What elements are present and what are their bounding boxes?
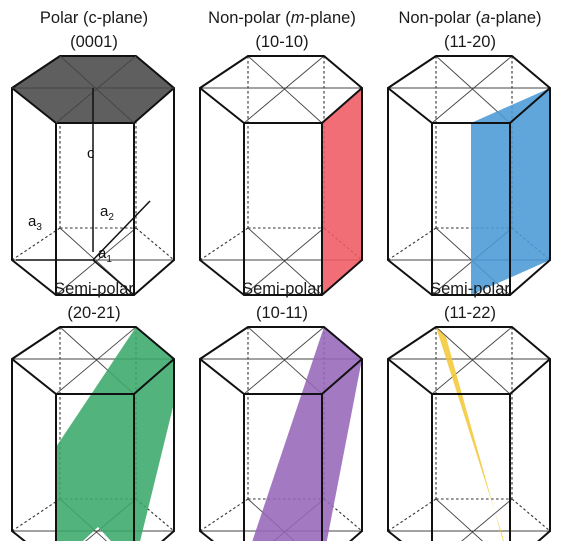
bottom-diagonal	[435, 498, 484, 541]
a2-axis-line	[92, 200, 151, 261]
bottom-diagonal	[461, 498, 513, 541]
a1-axis-label: a1	[98, 245, 112, 265]
panel-title: Polar (c-plane)	[39, 9, 149, 27]
bottom-front-outline	[387, 259, 551, 296]
crystal-plane	[322, 88, 362, 295]
crystal-plane	[252, 327, 362, 541]
bottom-front-outline	[199, 259, 363, 296]
top-diagonal	[431, 326, 513, 395]
hidden-edge	[135, 227, 175, 261]
top-diagonal	[243, 55, 325, 124]
a2-axis-label: a2	[100, 203, 114, 223]
hidden-edge	[511, 498, 551, 532]
bottom-front-outline	[387, 530, 551, 541]
panel-title: Non-polar (m-plane)	[208, 9, 356, 27]
bottom-diagonal	[243, 227, 325, 296]
top-diagonal	[435, 326, 511, 395]
crystal-plane	[56, 327, 174, 541]
bottom-diagonal	[247, 227, 323, 296]
bottom-diagonal	[55, 227, 137, 296]
miller-index: (10-10)	[255, 33, 309, 51]
bottom-front-outline	[11, 530, 175, 541]
hidden-edge	[199, 227, 249, 261]
panel-nonpolar-a-plane: Non-polar (a-plane) (11-20)	[376, 0, 564, 296]
hidden-edge	[387, 498, 437, 532]
miller-index: (11-20)	[444, 33, 496, 51]
bottom-front-outline	[11, 259, 175, 296]
c-axis-label: c	[87, 145, 95, 162]
hidden-edge	[323, 498, 363, 532]
top-diagonal	[243, 326, 325, 395]
hexagonal-prism	[199, 326, 363, 541]
hexagonal-prism	[387, 55, 551, 296]
hexagonal-prism: c a2 a3 a1	[11, 55, 175, 296]
panel-polar-c-plane: c a2 a3 a1 Polar (c-plane) (0001)	[0, 0, 188, 296]
panel-title: Semi-polar	[54, 280, 134, 298]
top-face-outline	[387, 326, 551, 395]
miller-index: (11-22)	[444, 304, 496, 322]
hidden-edge	[387, 227, 437, 261]
panel-title: Semi-polar	[242, 280, 322, 298]
hidden-edge	[199, 498, 249, 532]
hexagonal-prism	[11, 326, 175, 541]
top-diagonal	[55, 326, 137, 395]
top-diagonal	[55, 55, 137, 124]
hexagonal-prism	[199, 55, 363, 296]
panel-title: Non-polar (a-plane)	[398, 9, 542, 27]
top-diagonal	[431, 55, 513, 124]
hidden-edge	[11, 498, 61, 532]
panel-semipolar-10-11: Semi-polar (10-11)	[188, 271, 376, 541]
panel-title: Semi-polar	[430, 280, 510, 298]
panel-semipolar-11-22: Semi-polar (11-22)	[376, 271, 564, 541]
hexagonal-prism	[387, 326, 551, 541]
panel-nonpolar-m-plane: Non-polar (m-plane) (10-10)	[188, 0, 376, 296]
a3-axis-label: a3	[28, 213, 42, 233]
miller-index: (10-11)	[256, 304, 308, 322]
hidden-edge	[135, 498, 175, 532]
a1-axis-line	[92, 259, 135, 296]
panel-semipolar-20-21: Semi-polar (20-21)	[0, 271, 188, 541]
top-diagonal	[247, 55, 323, 124]
miller-index: (20-21)	[67, 304, 121, 322]
top-diagonal	[59, 55, 135, 124]
miller-index: (0001)	[70, 33, 118, 51]
